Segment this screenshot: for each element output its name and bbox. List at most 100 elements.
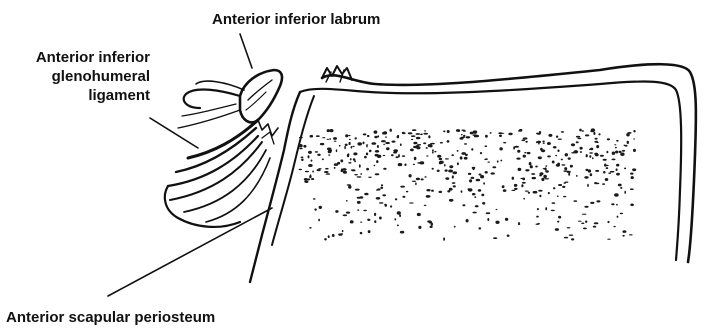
bone-stipple-dot: [584, 176, 588, 179]
bone-stipple-dot: [555, 228, 559, 231]
bone-stipple-dot: [428, 135, 430, 138]
bone-stipple-dot: [536, 216, 539, 218]
bone-stipple-dot: [507, 235, 510, 237]
bone-stipple-dot: [339, 145, 341, 147]
bone-stipple-dot: [398, 154, 400, 157]
bone-stipple-dot: [525, 191, 529, 192]
bone-stipple-dot: [604, 164, 606, 167]
bone-stipple-dot: [587, 184, 589, 187]
bone-stipple-dot: [633, 138, 635, 139]
bone-stipple-dot: [614, 193, 619, 196]
bone-stipple-dot: [411, 139, 413, 140]
bone-stipple-dot: [503, 142, 506, 143]
bone-stipple-dot: [301, 157, 304, 159]
bone-stipple-dot: [557, 149, 559, 152]
bone-stipple-dot: [420, 161, 425, 164]
bone-stipple-dot: [586, 154, 588, 157]
bone-stipple-dot: [530, 165, 533, 168]
bone-stipple-dot: [357, 201, 361, 204]
bone-stipple-dot: [553, 187, 555, 189]
bone-stipple-dot: [594, 222, 599, 224]
bone-stipple-dot: [376, 160, 378, 163]
bone-stipple-dot: [491, 172, 495, 174]
bone-stipple-dot: [533, 191, 538, 194]
bone-stipple-dot: [376, 197, 381, 200]
bone-stipple-dot: [310, 135, 314, 138]
bone-stipple-dot: [452, 182, 456, 184]
bone-stipple-dot: [558, 139, 562, 140]
ligament-label-line-3: ligament: [88, 87, 150, 104]
bone-stipple-dot: [538, 190, 542, 192]
bone-stipple-dot: [437, 155, 441, 158]
bone-stipple-dot: [377, 155, 382, 158]
bone-stipple-dot: [399, 214, 401, 217]
bone-stipple-dot: [439, 158, 443, 160]
bone-stipple-dot: [317, 154, 320, 156]
bone-stipple-dot: [461, 190, 463, 193]
bone-stipple-dot: [460, 156, 463, 159]
bone-stipple-dot: [308, 151, 312, 154]
bone-stipple-dot: [606, 167, 609, 169]
bone-stipple-dot: [578, 221, 582, 222]
bone-stipple-dot: [416, 137, 421, 140]
bone-stipple-dot: [543, 175, 547, 178]
bone-stipple-dot: [616, 164, 619, 167]
bone-stipple-dot: [545, 165, 547, 167]
bone-stipple-dot: [393, 149, 398, 152]
bone-stipple-dot: [527, 152, 531, 154]
bone-stipple-dot: [451, 154, 454, 156]
bone-stipple-dot: [332, 234, 335, 237]
bone-stipple-dot: [355, 137, 357, 139]
bone-stipple-dot: [532, 177, 536, 179]
bone-stipple-dot: [521, 140, 525, 142]
bone-stipple-dot: [610, 171, 615, 173]
bone-stipple-dot: [385, 142, 390, 144]
bone-stipple-dot: [517, 150, 520, 153]
bone-stipple-dot: [605, 178, 609, 181]
bone-stipple-dot: [588, 169, 591, 172]
bone-stipple-dot: [346, 200, 348, 202]
bone-stipple-dot: [414, 157, 417, 160]
bone-stipple-dot: [622, 235, 624, 237]
bone-stipple-dot: [334, 167, 336, 169]
bone-stipple-dot: [563, 196, 566, 197]
bone-stipple-dot: [590, 148, 593, 151]
bone-stipple-dot: [334, 141, 337, 142]
bone-stipple-dot: [348, 185, 351, 188]
bone-stipple-dot: [383, 155, 386, 156]
bone-stipple-dot: [584, 206, 588, 208]
bone-stipple-dot: [612, 159, 616, 161]
bone-stipple-dot: [404, 163, 406, 166]
bone-stipple-dot: [319, 206, 322, 209]
bone-stipple-dot: [426, 195, 431, 198]
bone-stipple-dot: [364, 156, 367, 159]
bone-stipple-dot: [525, 141, 527, 143]
bone-stipple-dot: [618, 151, 621, 153]
bone-stipple-dot: [570, 165, 572, 168]
bone-stipple-dot: [320, 143, 324, 145]
bone-stipple-dot: [312, 171, 314, 173]
bone-stipple-dot: [305, 171, 309, 173]
bone-stipple-dot: [500, 133, 505, 134]
bone-stipple-dot: [420, 134, 423, 136]
bone-stipple-dot: [551, 210, 555, 211]
bone-stipple-dot: [367, 219, 370, 221]
bone-stipple-dot: [349, 142, 351, 145]
bone-stipple-dot: [616, 204, 618, 206]
bone-stipple-dot: [374, 165, 376, 166]
bone-stipple-dot: [429, 221, 432, 224]
bone-stipple-dot: [426, 147, 428, 149]
bone-stipple-dot: [500, 160, 502, 162]
bone-stipple-dot: [480, 152, 482, 154]
bone-stipple-dot: [561, 131, 564, 133]
bone-stipple-dot: [412, 129, 417, 131]
bone-stipple-dot: [341, 170, 344, 172]
bone-stipple-dot: [338, 233, 342, 235]
bone-stipple-dot: [485, 171, 488, 174]
bone-stipple-dot: [326, 173, 331, 175]
bone-stipple-dot: [381, 140, 386, 142]
bone-stipple-dot: [538, 142, 540, 145]
bone-stipple-dot: [508, 133, 512, 136]
bone-stipple-dot: [316, 135, 320, 137]
bone-stipple-dot: [457, 150, 459, 152]
